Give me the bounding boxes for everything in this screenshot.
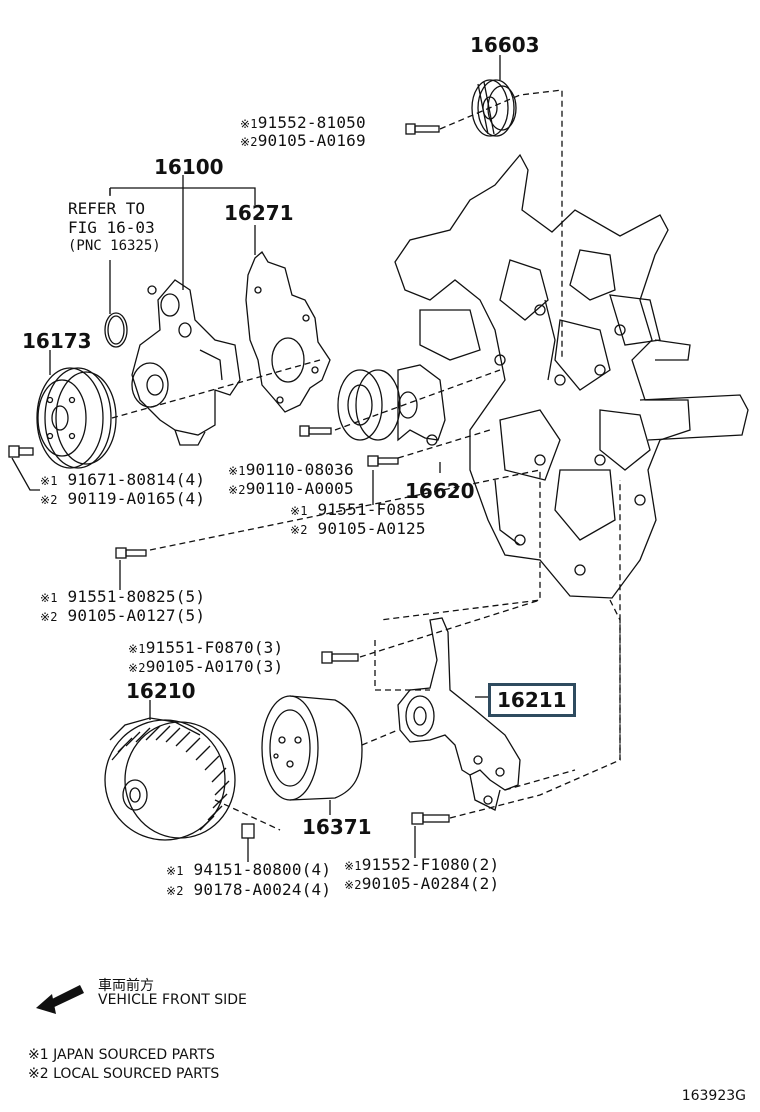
water-pump-16100 [131,279,241,446]
bolt-label-91552-F1080: ※191552-F1080(2) [344,855,500,874]
part-number-16211-highlight[interactable]: 16211 [488,683,576,717]
bolt-label-90105-A0169: ※290105-A0169 [240,131,366,150]
bolt-label-91551-F0855: ※1 91551-F0855 [290,500,426,519]
fan-pulley-16371 [261,695,363,801]
bolt-90110-drawing [299,425,310,437]
gasket-16271 [245,251,331,413]
dashed-alignment-lines [111,89,621,831]
part-number-16100: 16100 [154,155,224,179]
note-japan-sourced: ※1 JAPAN SOURCED PARTS [28,1047,215,1063]
vehicle-front-en: VEHICLE FRONT SIDE [98,992,247,1008]
tensioner-16620 [337,364,446,446]
bolt-91552-F1080-drawing [411,812,424,825]
bolt-91551-F0870-drawing [321,651,333,664]
note-local-sourced: ※2 LOCAL SOURCED PARTS [28,1066,220,1082]
o-ring-inner [107,315,125,345]
fan-coupling-16210 [104,717,236,841]
bolt-label-91551-F0870: ※191551-F0870(3) [128,638,284,657]
refer-line2: FIG 16-03 [68,218,155,237]
refer-line1: REFER TO [68,199,146,218]
bolt-91551-F0855-drawing [367,455,379,467]
bolt-label-91671-80814: ※1 91671-80814(4) [40,470,206,489]
bolt-91551-80825-drawing [115,547,127,559]
bolt-label-90178-A0024: ※2 90178-A0024(4) [166,880,332,899]
bolt-label-90105-A0127: ※2 90105-A0127(5) [40,606,206,625]
bolt-label-90119-A0165: ※2 90119-A0165(4) [40,489,206,508]
refer-line3: (PNC 16325) [68,238,161,254]
bolt-label-91552-81050: ※191552-81050 [240,113,366,132]
pulley-16173 [36,367,117,469]
bolt-label-90105-A0170: ※290105-A0170(3) [128,657,284,676]
figure-code: 163923G [681,1088,746,1104]
part-number-16173: 16173 [22,329,92,353]
bolt-91552-81050-drawing [405,123,440,135]
nut-94151-drawing [241,823,255,839]
part-number-16620: 16620 [405,479,475,503]
o-ring [104,312,128,348]
part-number-16211: 16211 [497,688,567,712]
bolt-91671-drawing [8,445,20,458]
bolt-label-94151-80800: ※1 94151-80800(4) [166,860,332,879]
bracket-line-16100 [110,187,256,205]
vehicle-front-jp: 車両前方 [98,978,154,994]
bolt-label-90105-A0284: ※290105-A0284(2) [344,874,500,893]
part-number-16603: 16603 [470,33,540,57]
bracket-16211 [397,617,521,811]
bolt-label-90110-08036: ※190110-08036 [228,460,354,479]
refer-note: REFER TO FIG 16-03 (PNC 16325) [68,199,161,256]
part-number-16210: 16210 [126,679,196,703]
bolt-label-91551-80825: ※1 91551-80825(5) [40,587,206,606]
idler-pulley-16603 [471,79,517,137]
bolt-label-90105-A0125: ※2 90105-A0125 [290,519,426,538]
bolt-label-90110-A0005: ※290110-A0005 [228,479,354,498]
part-number-16271: 16271 [224,201,294,225]
timing-cover-drawing [394,153,749,599]
part-number-16371: 16371 [302,815,372,839]
